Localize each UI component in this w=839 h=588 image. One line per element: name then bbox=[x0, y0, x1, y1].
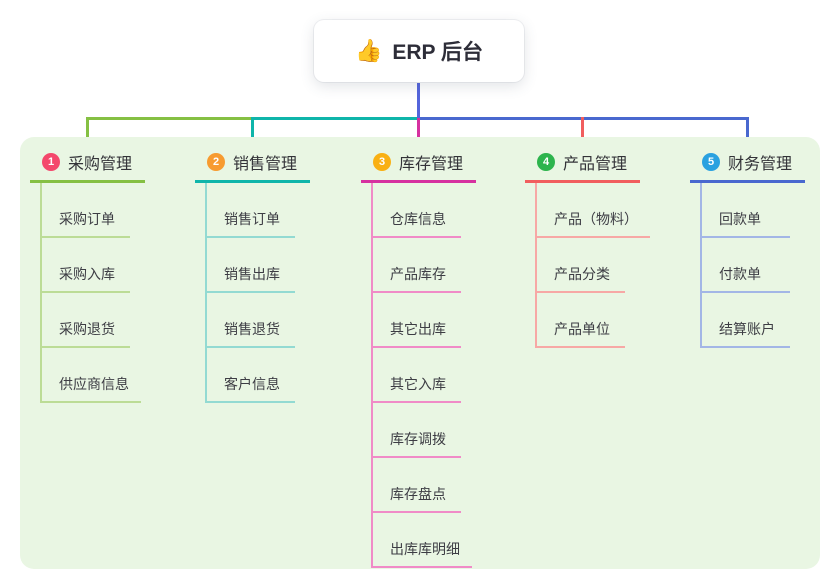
branch-5-badge: 5 bbox=[702, 153, 720, 171]
mindmap-node[interactable]: 其它出库 bbox=[373, 293, 461, 348]
mindmap-node[interactable]: 结算账户 bbox=[702, 293, 790, 348]
root-node-title: ERP 后台 bbox=[392, 41, 484, 64]
branch-5-header[interactable]: 5 财务管理 bbox=[690, 148, 805, 183]
branch-4: 4 产品管理 产品（物料） 产品分类 产品单位 bbox=[525, 148, 650, 348]
branch-4-header[interactable]: 4 产品管理 bbox=[525, 148, 640, 183]
branch-4-badge: 4 bbox=[537, 153, 555, 171]
branch-3: 3 库存管理 仓库信息 产品库存 其它出库 其它入库 库存调拨 库存盘点 出库库… bbox=[361, 148, 476, 568]
mindmap-group-panel bbox=[20, 137, 820, 569]
branch-2: 2 销售管理 销售订单 销售出库 销售退货 客户信息 bbox=[195, 148, 310, 403]
mindmap-node[interactable]: 产品分类 bbox=[537, 238, 625, 293]
connector-branch-5-drop bbox=[746, 117, 749, 143]
branch-3-children: 仓库信息 产品库存 其它出库 其它入库 库存调拨 库存盘点 出库库明细 bbox=[371, 183, 472, 568]
mindmap-node[interactable]: 供应商信息 bbox=[42, 348, 141, 403]
mindmap-node[interactable]: 产品库存 bbox=[373, 238, 461, 293]
mindmap-node[interactable]: 客户信息 bbox=[207, 348, 295, 403]
thumbs-up-icon: 👍 bbox=[354, 38, 383, 63]
connector-branch-2-horizontal bbox=[251, 117, 420, 120]
connector-branch-4-drop bbox=[581, 117, 584, 143]
branch-2-title: 销售管理 bbox=[233, 156, 298, 173]
branch-2-badge: 2 bbox=[207, 153, 225, 171]
mindmap-node[interactable]: 产品单位 bbox=[537, 293, 625, 348]
connector-branch-2-drop bbox=[251, 117, 254, 143]
mindmap-node[interactable]: 采购订单 bbox=[42, 183, 130, 238]
mindmap-node[interactable]: 销售退货 bbox=[207, 293, 295, 348]
mindmap-node[interactable]: 销售订单 bbox=[207, 183, 295, 238]
connector-root-vertical bbox=[417, 82, 420, 118]
branch-4-children: 产品（物料） 产品分类 产品单位 bbox=[535, 183, 650, 348]
branch-3-badge: 3 bbox=[373, 153, 391, 171]
branch-3-title: 库存管理 bbox=[399, 156, 464, 173]
root-node[interactable]: 👍 ERP 后台 bbox=[314, 20, 524, 82]
mindmap-node[interactable]: 销售出库 bbox=[207, 238, 295, 293]
connector-branch-3-drop bbox=[417, 117, 420, 143]
branch-5-title: 财务管理 bbox=[728, 156, 793, 173]
mindmap-node[interactable]: 采购入库 bbox=[42, 238, 130, 293]
branch-1-badge: 1 bbox=[42, 153, 60, 171]
mindmap-node[interactable]: 产品（物料） bbox=[537, 183, 650, 238]
branch-2-children: 销售订单 销售出库 销售退货 客户信息 bbox=[205, 183, 295, 403]
branch-3-header[interactable]: 3 库存管理 bbox=[361, 148, 476, 183]
branch-1-header[interactable]: 1 采购管理 bbox=[30, 148, 145, 183]
branch-5-children: 回款单 付款单 结算账户 bbox=[700, 183, 790, 348]
mindmap-node[interactable]: 采购退货 bbox=[42, 293, 130, 348]
mindmap-node[interactable]: 出库库明细 bbox=[373, 513, 472, 568]
connector-branch-1-drop bbox=[86, 117, 89, 143]
mindmap-node[interactable]: 付款单 bbox=[702, 238, 790, 293]
mindmap-node[interactable]: 其它入库 bbox=[373, 348, 461, 403]
branch-4-title: 产品管理 bbox=[563, 156, 628, 173]
branch-2-header[interactable]: 2 销售管理 bbox=[195, 148, 310, 183]
mindmap-node[interactable]: 回款单 bbox=[702, 183, 790, 238]
branch-1-children: 采购订单 采购入库 采购退货 供应商信息 bbox=[40, 183, 141, 403]
mindmap-node[interactable]: 仓库信息 bbox=[373, 183, 461, 238]
branch-1-title: 采购管理 bbox=[68, 156, 133, 173]
mindmap-node[interactable]: 库存盘点 bbox=[373, 458, 461, 513]
branch-5: 5 财务管理 回款单 付款单 结算账户 bbox=[690, 148, 805, 348]
mindmap-node[interactable]: 库存调拨 bbox=[373, 403, 461, 458]
branch-1: 1 采购管理 采购订单 采购入库 采购退货 供应商信息 bbox=[30, 148, 145, 403]
